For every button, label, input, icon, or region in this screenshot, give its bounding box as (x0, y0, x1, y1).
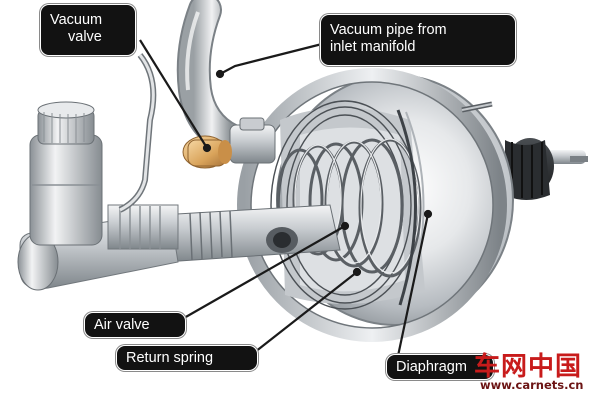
leader-vacuum-valve (139, 39, 208, 149)
label-air-valve: Air valve (84, 312, 186, 338)
fluid-reservoir (29, 101, 103, 246)
label-diaphragm: Diaphragm (386, 354, 494, 380)
leader-diaphragm-dot (423, 209, 433, 219)
leader-lines (139, 39, 433, 357)
label-vacuum-pipe-line-2: inlet manifold (330, 39, 416, 55)
label-vacuum-pipe: Vacuum pipe from inlet manifold (320, 14, 516, 66)
leader-return-spring-dot (352, 267, 362, 277)
leader-vacuum-valve-dot (202, 143, 212, 153)
leader-vacuum-pipe-dot (215, 69, 225, 79)
leader-air-valve-dot (340, 221, 350, 231)
label-vacuum-valve: Vacuum valve (40, 4, 136, 56)
vacuum-valve-fitting (182, 117, 276, 169)
leader-diaphragm (396, 213, 430, 357)
return-spring (276, 138, 422, 278)
watermark-brand: 车网中国 (474, 352, 583, 382)
leader-air-valve (183, 225, 346, 319)
watermark-url: www.carnets.cn (480, 378, 584, 392)
label-vacuum-valve-line-2: valve (68, 29, 102, 45)
rear-push-rod (505, 138, 588, 200)
leader-return-spring (254, 271, 358, 353)
leader-vacuum-pipe (219, 42, 323, 75)
label-vacuum-valve-line-1: Vacuum (50, 12, 103, 28)
brake-line (118, 53, 157, 213)
vacuum-pipe (176, 0, 247, 157)
label-vacuum-pipe-line-1: Vacuum pipe from (330, 22, 447, 38)
label-return-spring: Return spring (116, 345, 258, 371)
mounting-stud (461, 101, 493, 113)
